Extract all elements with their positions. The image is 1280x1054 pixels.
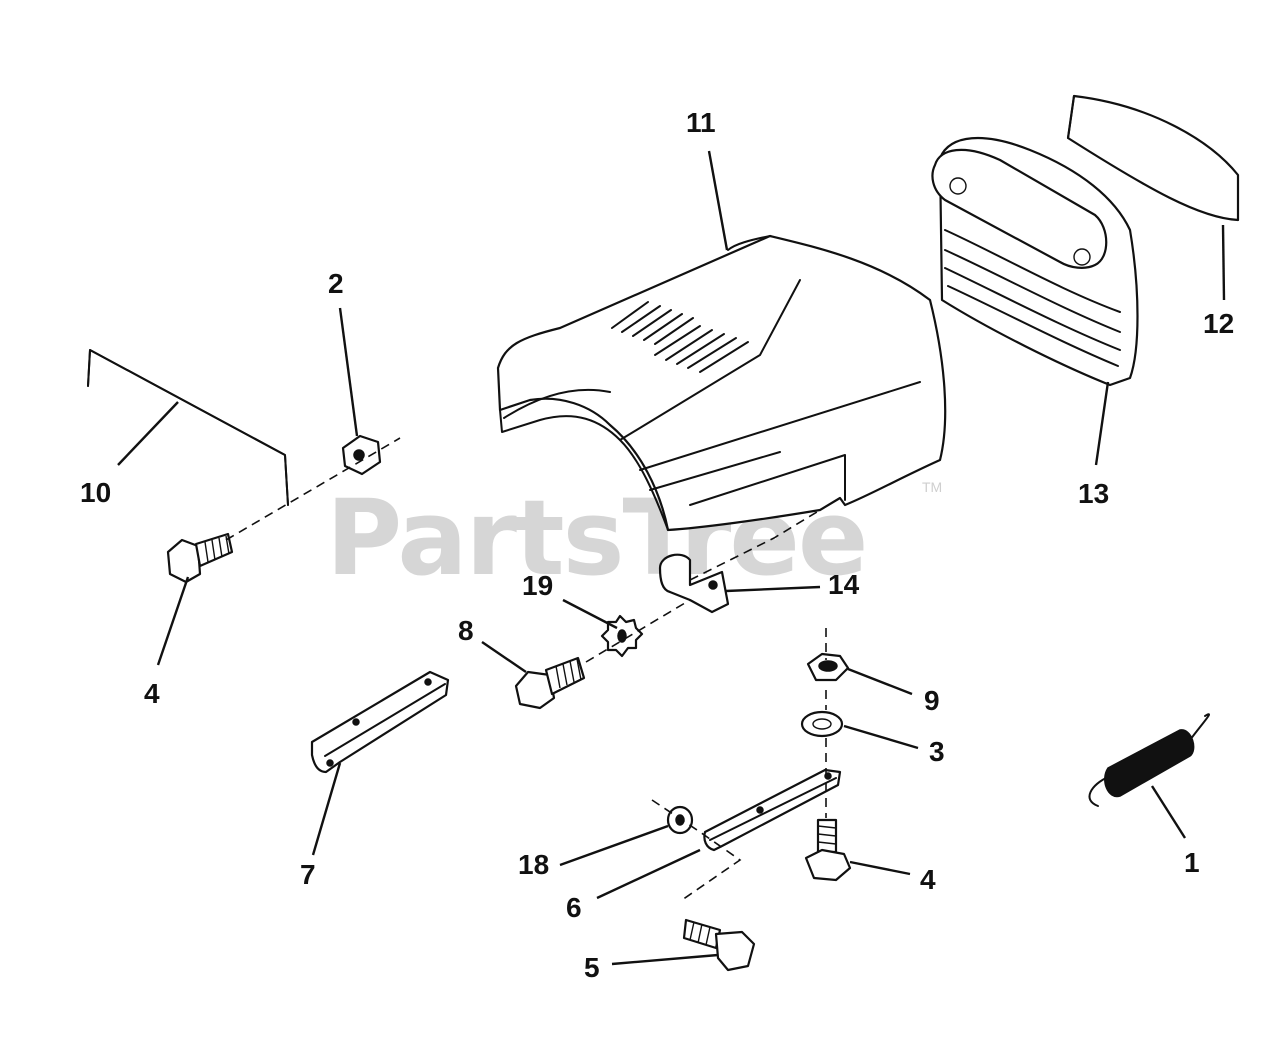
hex-nut-part [341,434,382,476]
hex-nut-right-part [806,652,850,682]
extension-spring-part [1088,713,1210,807]
flat-washer-part [800,710,844,738]
grille-part [931,136,1139,387]
bolt-bottom-part [682,918,756,972]
link-bar-part [703,768,842,852]
callout-10: 10 [80,477,111,508]
callout-1: 1 [1184,847,1200,878]
callout-14: 14 [828,569,860,600]
small-washer-part [666,805,694,835]
assembly-guide-lines [225,437,841,901]
callout-3: 3 [929,736,945,767]
strap-bracket-part [310,670,450,774]
callout-8: 8 [458,615,474,646]
callout-18: 18 [518,849,549,880]
callout-4-left: 4 [144,678,160,709]
flange-bolt-part [514,656,586,710]
callout-9: 9 [924,685,940,716]
callout-7: 7 [300,859,316,890]
headlight-lens-part [1066,94,1240,222]
bolt-right-part [804,818,852,882]
watermark-trademark: TM [922,479,942,495]
wire-rod-part [87,349,289,506]
callout-6: 6 [566,892,582,923]
hood-cover-part [496,234,947,532]
callout-4-right: 4 [920,864,936,895]
bolt-left-part [166,532,234,584]
leader-lines [117,150,1226,966]
callout-11: 11 [686,107,716,138]
callout-2: 2 [328,268,344,299]
callout-13: 13 [1078,478,1109,509]
callout-12: 12 [1203,308,1234,339]
callout-5: 5 [584,952,600,983]
clip-bracket-part [658,553,730,614]
callout-19: 19 [522,570,553,601]
